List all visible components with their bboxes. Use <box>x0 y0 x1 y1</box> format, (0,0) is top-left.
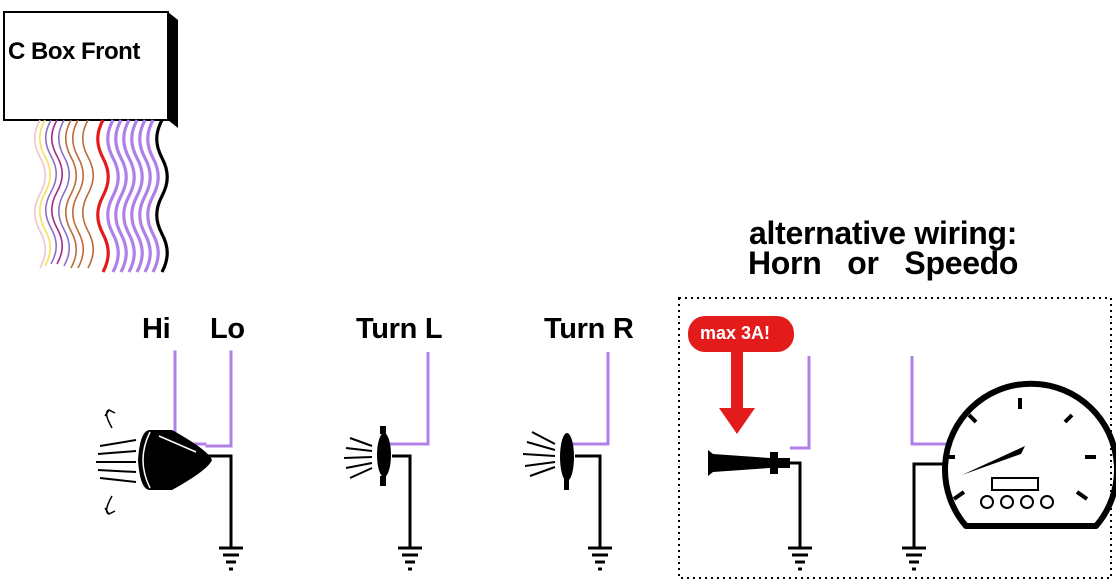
turn-r-ground-icon <box>588 546 612 571</box>
wire-2 <box>44 119 58 265</box>
wire-12 <box>130 119 144 273</box>
wire-5 <box>64 119 78 269</box>
wire-6 <box>71 119 85 269</box>
wire-bundle <box>33 119 169 273</box>
wire-8 <box>96 119 110 273</box>
alternative-title-line1: alternative wiring: <box>749 215 1018 251</box>
headlight-ground-icon <box>219 546 243 571</box>
horn-icon <box>708 450 790 476</box>
horn-ground-icon <box>788 546 812 571</box>
hi-label: Hi <box>142 313 171 345</box>
c-box <box>3 11 178 128</box>
turn-l-ground-icon <box>398 546 422 571</box>
speedo-ground-icon <box>902 546 926 571</box>
speedometer-icon <box>942 380 1116 529</box>
lo-label: Lo <box>210 313 245 345</box>
wire-9 <box>106 119 120 273</box>
wire-14 <box>146 119 160 273</box>
wire-13 <box>138 119 152 273</box>
wire-1 <box>38 119 52 267</box>
wire-3 <box>50 119 64 265</box>
alternative-wiring-title: alternative wiring: Horn or Speedo <box>748 215 1019 282</box>
max-current-label: max 3A! <box>700 323 771 343</box>
c-box-label: C Box Front <box>8 38 140 65</box>
wire-0 <box>33 119 47 269</box>
turn-r-label: Turn R <box>544 313 634 345</box>
wire-4 <box>57 119 71 267</box>
turn-signal-left-icon <box>343 426 391 486</box>
turn-r-wiring <box>572 352 610 548</box>
wire-10 <box>114 119 128 273</box>
max-3a-warning <box>688 316 794 434</box>
wire-7 <box>81 119 95 269</box>
turn-signal-right-icon <box>522 431 574 490</box>
ground-symbols <box>219 546 926 571</box>
turn-l-label: Turn L <box>356 313 443 345</box>
wire-15 <box>155 119 169 273</box>
speedo-wiring <box>910 356 948 548</box>
wire-11 <box>122 119 136 273</box>
alternative-title-line2: Horn or Speedo <box>748 245 1019 282</box>
turn-l-wiring <box>386 352 430 548</box>
headlight-icon <box>96 409 212 515</box>
horn-wiring <box>790 356 811 548</box>
